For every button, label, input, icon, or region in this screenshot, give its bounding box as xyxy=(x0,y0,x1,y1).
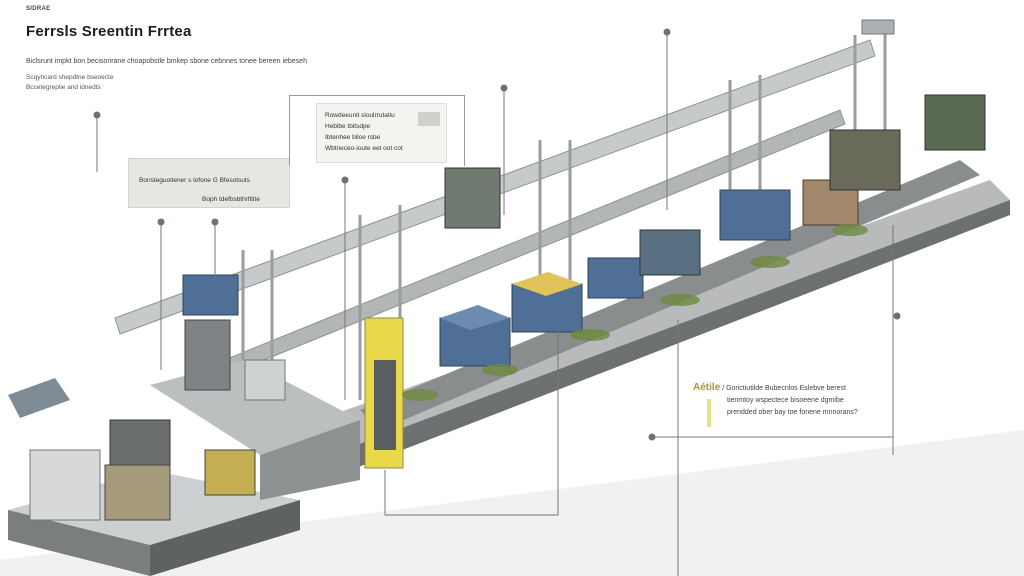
tower-cap xyxy=(861,19,895,35)
callout-middle-frame xyxy=(289,95,465,166)
note-line: tienmtoy wspectece bisoeene dgmibe xyxy=(727,397,844,404)
callout-middle-line: Heblbe tbitsdpe xyxy=(325,123,371,130)
leader-dots xyxy=(93,28,901,441)
callout-middle-line: Ibtenhee biloe rsbe xyxy=(325,134,381,141)
left-stations xyxy=(8,359,286,521)
intro-line: Scqyhcard shepdtne bseoecte xyxy=(26,74,114,81)
conveyor-platform-side xyxy=(330,200,1010,478)
page-subtitle: Biclsrunt impkt bon becisonrane choapobs… xyxy=(26,58,307,65)
note-accent-bar xyxy=(707,399,711,427)
leader-lines xyxy=(96,32,894,576)
machine-units xyxy=(182,94,986,391)
yellow-tower-panel xyxy=(374,360,396,450)
intro-line: Bccetegreplie and idnedts xyxy=(26,84,101,91)
left-platform-side xyxy=(8,510,150,576)
raised-block-front xyxy=(260,420,360,500)
intro-text: Scqyhcard shepdtne bseoecte Bccetegrepli… xyxy=(26,73,113,93)
header-tag: SIDRAE xyxy=(26,6,51,12)
callout-note: Aétile / Gorictiutilde Bubecnlos Eslebve… xyxy=(693,382,858,427)
callout-middle-line: Rowdeeunit sloulrrutatiu xyxy=(325,112,395,119)
note-line: prendded ober bay toe fonene mnnorans? xyxy=(727,409,858,416)
callout-left-line2: Boph tdefbsbthrfitite xyxy=(202,196,260,203)
callout-middle-line: Wbtneceo-ioute eet oot cot xyxy=(325,145,403,152)
callout-middle: Rowdeeunit sloulrrutatiu Heblbe tbitsdpe… xyxy=(316,103,447,163)
callout-left: Bonsteguoitener s lofone G Bfesotsuts Bo… xyxy=(128,158,290,208)
page-title: Ferrsls Sreentin Frrtea xyxy=(26,23,192,40)
greenery xyxy=(402,224,868,401)
callout-left-line1: Bonsteguoitener s lofone G Bfesotsuts xyxy=(139,177,250,184)
note-line: / Gorictiutilde Bubecnlos Eslebve berest xyxy=(722,385,846,392)
callout-swatch xyxy=(418,112,440,126)
left-platform-side2 xyxy=(150,500,300,576)
note-label: Aétile xyxy=(693,382,721,393)
